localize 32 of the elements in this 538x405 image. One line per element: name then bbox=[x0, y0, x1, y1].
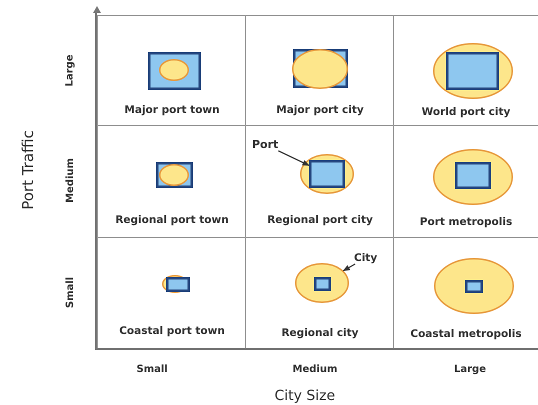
cell-label: Coastal metropolis bbox=[409, 328, 523, 340]
axis-tick-label: Medium bbox=[64, 158, 76, 202]
axis-tick-label: Large bbox=[64, 54, 76, 86]
matrix-cell bbox=[97, 125, 247, 239]
callout-label: Port bbox=[252, 138, 278, 151]
leader-line bbox=[278, 150, 310, 166]
callout-label: City bbox=[354, 252, 378, 264]
cell-label: Regional port town bbox=[114, 214, 230, 226]
cell-label: Port metropolis bbox=[418, 216, 514, 228]
matrix-cell bbox=[245, 125, 395, 239]
matrix-cell bbox=[393, 237, 538, 349]
matrix-cell bbox=[245, 237, 395, 349]
cell-label: Coastal port town bbox=[118, 325, 226, 337]
matrix-cell bbox=[393, 125, 538, 239]
matrix-cell bbox=[97, 237, 247, 349]
matrix-cell bbox=[393, 15, 538, 127]
city-area-symbol bbox=[295, 263, 349, 303]
matrix-cell bbox=[245, 15, 395, 127]
leader-line bbox=[342, 263, 356, 272]
cell-label: World port city bbox=[420, 106, 512, 118]
cell-label: Regional city bbox=[280, 327, 360, 339]
axis-title: City Size bbox=[274, 388, 336, 404]
axis-tick-label: Large bbox=[454, 364, 486, 374]
port-area-symbol bbox=[309, 160, 345, 188]
matrix-cell bbox=[97, 15, 247, 127]
cell-label: Regional port city bbox=[266, 214, 374, 226]
cell-label: Major port town bbox=[123, 104, 221, 116]
cell-label: Major port city bbox=[275, 104, 365, 116]
axis-tick-label: Small bbox=[136, 364, 168, 374]
axis-tick-label: Small bbox=[64, 276, 76, 308]
axis-tick-label: Medium bbox=[292, 364, 338, 374]
axis-title: Port Traffic bbox=[18, 130, 37, 210]
